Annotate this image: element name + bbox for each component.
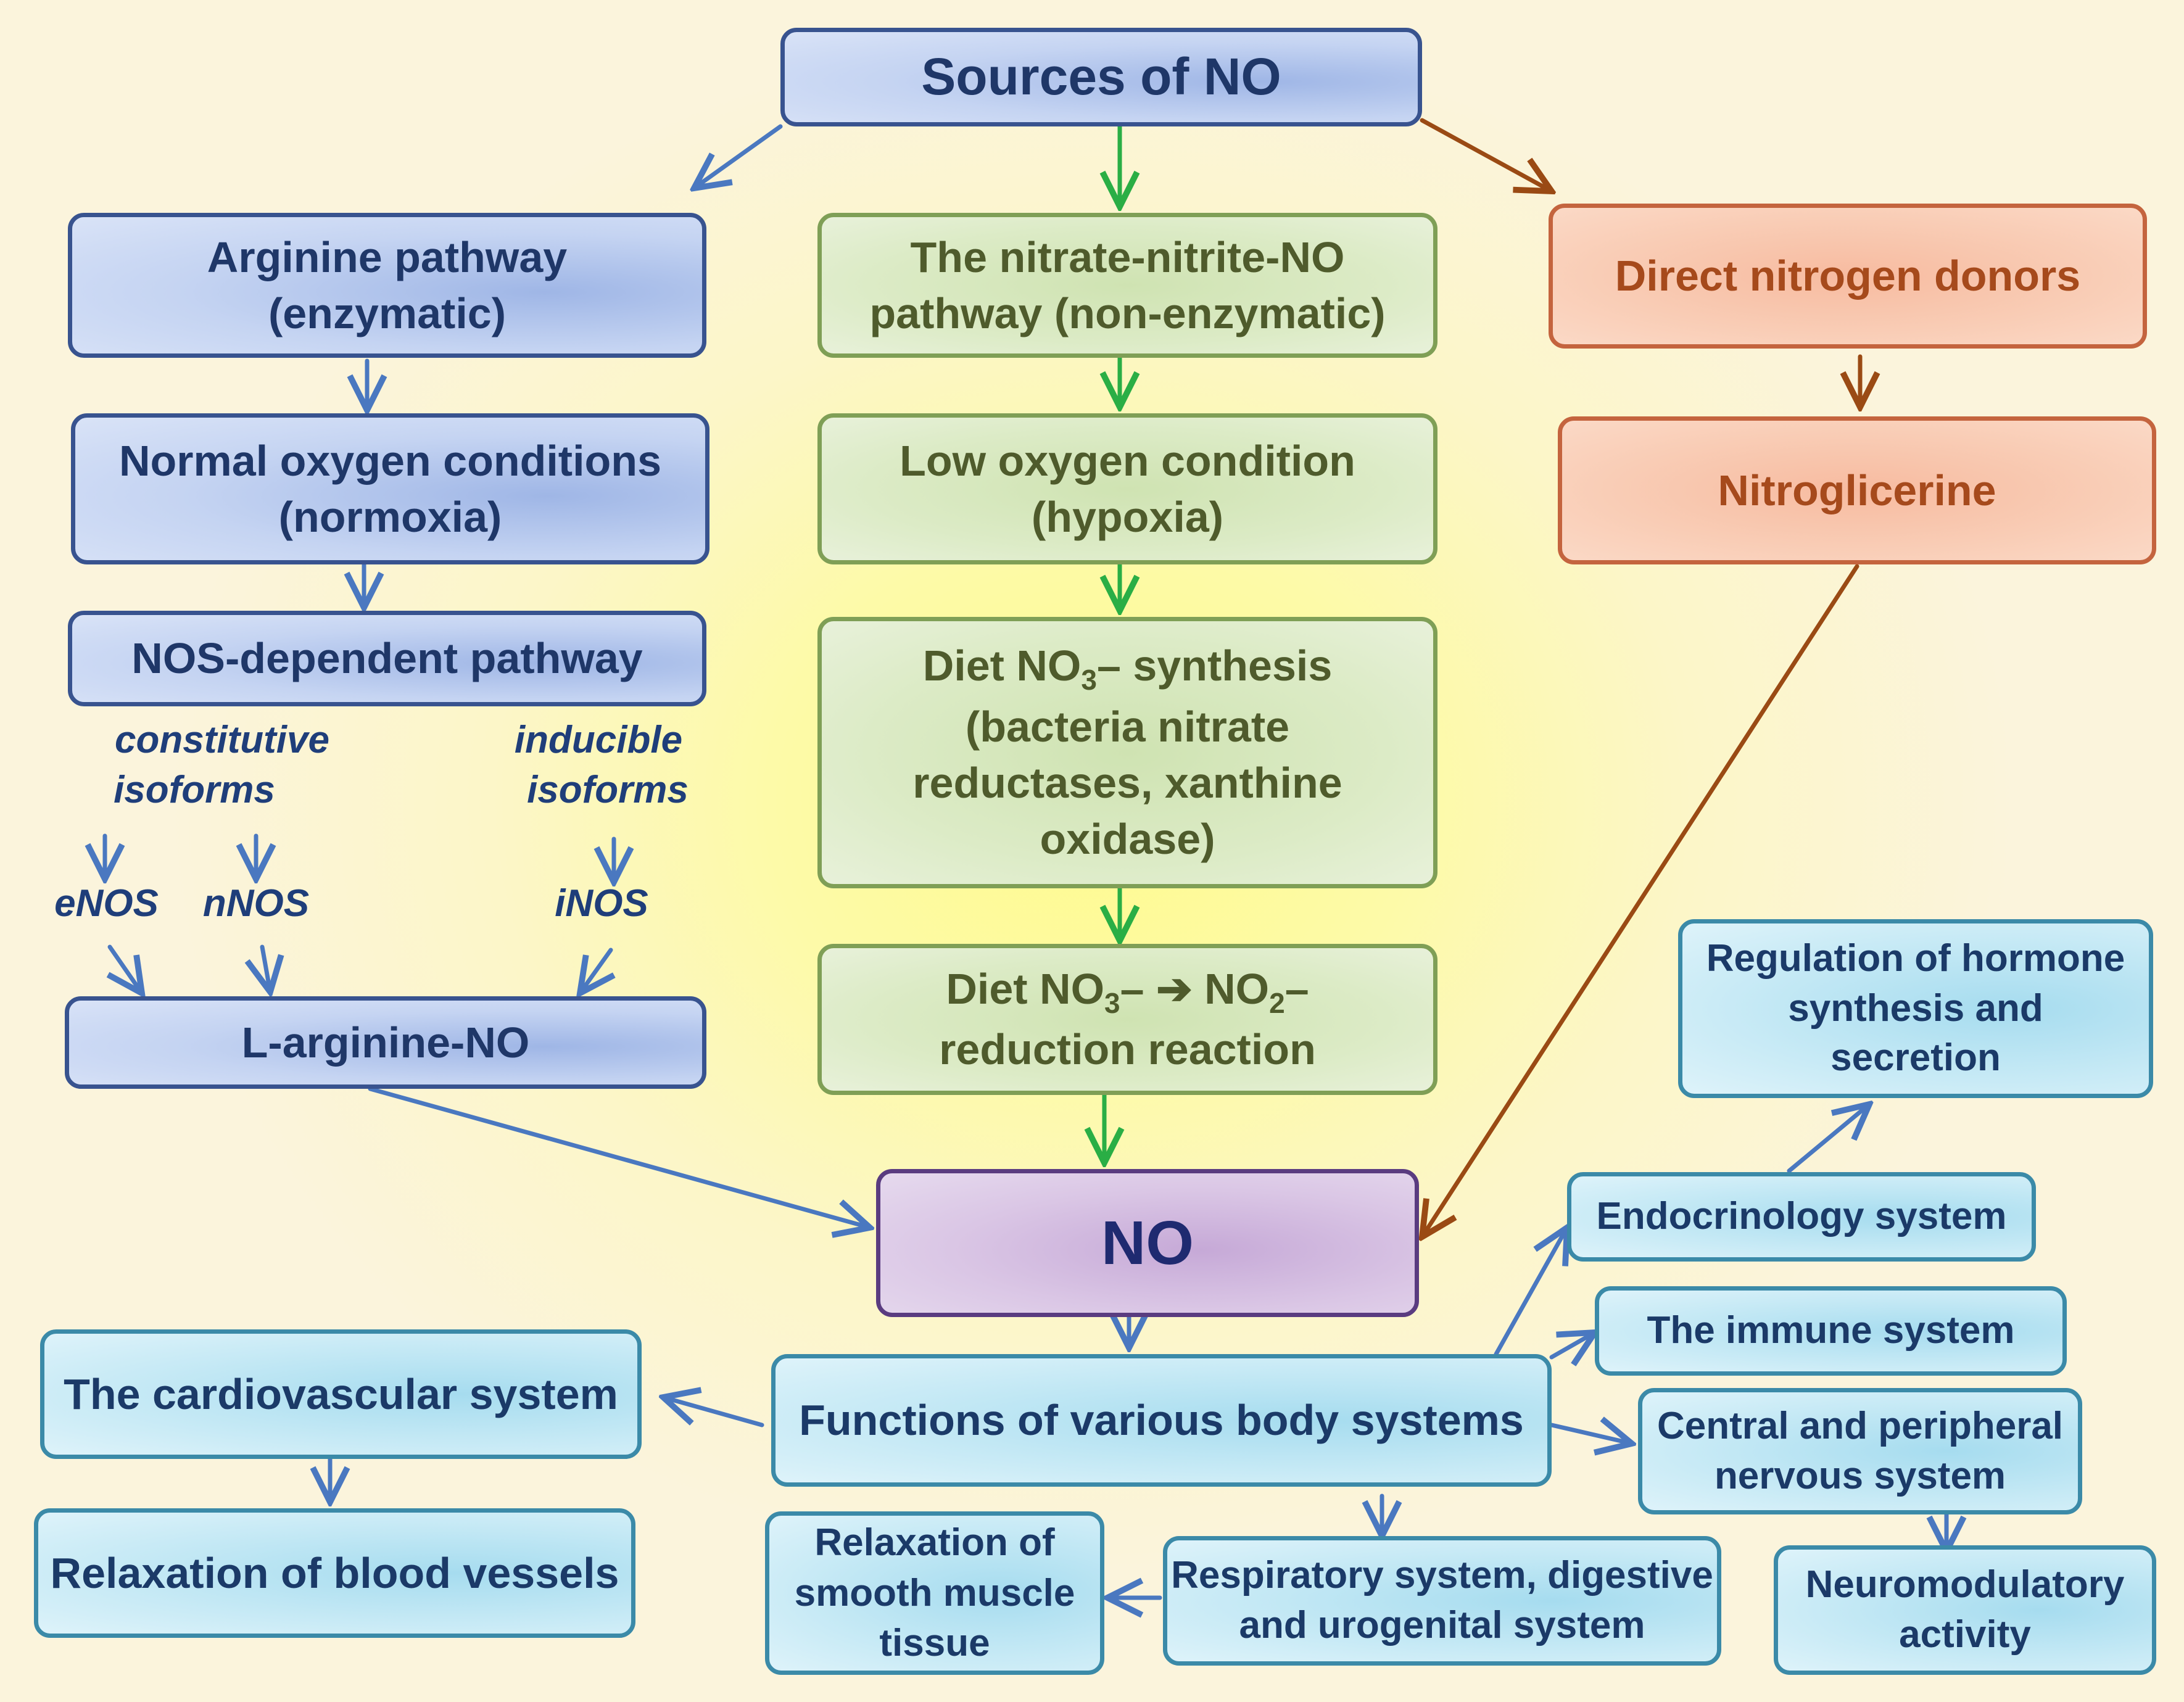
normal-oxygen-box: Normal oxygen conditions (normoxia) — [71, 413, 709, 564]
low-oxygen-box: Low oxygen condition (hypoxia) — [817, 413, 1437, 564]
respiratory-line2: and urogenital system — [1239, 1604, 1645, 1646]
hormone-box: Regulation of hormone synthesis and secr… — [1678, 919, 2153, 1098]
low-oxygen-line2: (hypoxia) — [1031, 492, 1224, 541]
nervous-line1: Central and peripheral — [1657, 1404, 2064, 1447]
immune-box: The immune system — [1595, 1286, 2067, 1376]
direct-donors-box: Direct nitrogen donors — [1549, 204, 2147, 349]
endocrinology-text: Endocrinology system — [1596, 1195, 2007, 1238]
nervous-line2: nervous system — [1714, 1454, 2006, 1497]
nitrate-pathway-line2: pathway (non-enzymatic) — [869, 289, 1386, 337]
arginine-pathway-line1: Arginine pathway — [207, 233, 568, 281]
diet-synthesis-subscript: 3 — [1081, 664, 1097, 696]
constitutive-line1: constitutive — [115, 719, 329, 761]
diet-reduction-sub1: 3 — [1104, 986, 1120, 1019]
hormone-line1: Regulation of hormone — [1706, 937, 2125, 980]
diet-reduction-line2: reduction reaction — [939, 1025, 1316, 1074]
nitrate-pathway-line1: The nitrate-nitrite-NO — [910, 233, 1345, 281]
nnos-label: nNOS — [202, 882, 310, 925]
constitutive-line2: isoforms — [114, 768, 275, 811]
normal-oxygen-line2: (normoxia) — [278, 492, 502, 541]
inducible-line1: inducible — [514, 719, 683, 761]
no-box: NO — [876, 1169, 1419, 1317]
constitutive-isoforms-label: constitutive isoforms — [93, 716, 352, 815]
neuromodulatory-line1: Neuromodulatory — [1805, 1563, 2125, 1606]
inducible-line2: isoforms — [527, 768, 689, 811]
diet-synthesis-line3: reductases, xanthine — [912, 758, 1342, 807]
diet-synthesis-line2: (bacteria nitrate — [965, 702, 1290, 751]
hormone-line2: synthesis and — [1788, 986, 2043, 1030]
no-text: NO — [1101, 1208, 1194, 1278]
arrow-endocrine-to-hormone — [1787, 1104, 1869, 1173]
relaxation-vessels-box: Relaxation of blood vessels — [34, 1508, 635, 1638]
enos-label: eNOS — [54, 882, 159, 925]
diet-synthesis-box: Diet NO3– synthesis (bacteria nitrate re… — [817, 617, 1437, 888]
inos-label: iNOS — [555, 882, 648, 925]
functions-box: Functions of various body systems — [771, 1354, 1552, 1487]
arrow-functions-to-endocrine — [1494, 1228, 1567, 1357]
low-oxygen-line1: Low oxygen condition — [900, 436, 1355, 485]
arrow-nnos-to-larginine — [262, 944, 270, 992]
nos-dependent-text: NOS-dependent pathway — [131, 634, 643, 682]
arrow-inos-to-larginine — [580, 948, 611, 993]
arginine-pathway-line2: (enzymatic) — [268, 289, 507, 337]
respiratory-box: Respiratory system, digestive and urogen… — [1163, 1536, 1721, 1666]
diet-reduction-sub2: 2 — [1269, 986, 1285, 1019]
sources-of-no-text: Sources of NO — [921, 48, 1281, 106]
diet-reduction-box: Diet NO3– ➔ NO2– reduction reaction — [817, 944, 1437, 1095]
functions-text: Functions of various body systems — [799, 1396, 1524, 1444]
arrow-larginine-to-no — [368, 1086, 870, 1228]
hormone-line3: secretion — [1830, 1036, 2001, 1080]
nervous-box: Central and peripheral nervous system — [1638, 1388, 2082, 1514]
diet-reduction-line1: Diet NO3– ➔ NO2– — [946, 964, 1309, 1019]
direct-donors-text: Direct nitrogen donors — [1615, 252, 2081, 300]
arginine-pathway-box: Arginine pathway (enzymatic) — [68, 213, 706, 358]
arrow-functions-to-nervous — [1549, 1425, 1632, 1444]
cardiovascular-text: The cardiovascular system — [64, 1369, 618, 1418]
l-arginine-no-box: L-arginine-NO — [65, 996, 706, 1089]
arrow-enos-to-larginine — [110, 944, 142, 993]
relaxation-vessels-text: Relaxation of blood vessels — [50, 1548, 619, 1597]
endocrinology-box: Endocrinology system — [1567, 1172, 2036, 1262]
diet-synthesis-line1: Diet NO3– synthesis — [922, 642, 1333, 696]
arrow-nitroglicerine-to-no — [1422, 564, 1859, 1237]
arrow-functions-to-cardio — [663, 1397, 764, 1427]
immune-text: The immune system — [1647, 1309, 2015, 1352]
nitroglicerine-box: Nitroglicerine — [1558, 416, 2156, 564]
normal-oxygen-line1: Normal oxygen conditions — [119, 436, 661, 485]
nitroglicerine-text: Nitroglicerine — [1718, 466, 1996, 514]
diet-synthesis-line4: oxidase) — [1040, 814, 1215, 863]
nos-dependent-box: NOS-dependent pathway — [68, 611, 706, 706]
respiratory-line1: Respiratory system, digestive — [1171, 1554, 1713, 1597]
arrow-sources-to-direct — [1420, 118, 1552, 191]
relaxation-smooth-box: Relaxation of smooth muscle tissue — [765, 1511, 1104, 1675]
inducible-isoforms-label: inducible isoforms — [494, 716, 703, 815]
relaxation-smooth-line1: Relaxation of — [814, 1521, 1055, 1564]
neuromodulatory-line2: activity — [1899, 1613, 2031, 1656]
relaxation-smooth-line2: smooth muscle — [794, 1571, 1075, 1614]
nitrate-pathway-box: The nitrate-nitrite-NO pathway (non-enzy… — [817, 213, 1437, 358]
l-arginine-no-text: L-arginine-NO — [241, 1018, 530, 1067]
cardiovascular-box: The cardiovascular system — [40, 1329, 642, 1459]
neuromodulatory-box: Neuromodulatory activity — [1774, 1545, 2156, 1675]
relaxation-smooth-line3: tissue — [879, 1622, 990, 1665]
arrow-sources-to-arginine — [694, 124, 783, 188]
sources-of-no-box: Sources of NO — [780, 28, 1422, 126]
arrow-functions-to-immune — [1549, 1332, 1595, 1357]
